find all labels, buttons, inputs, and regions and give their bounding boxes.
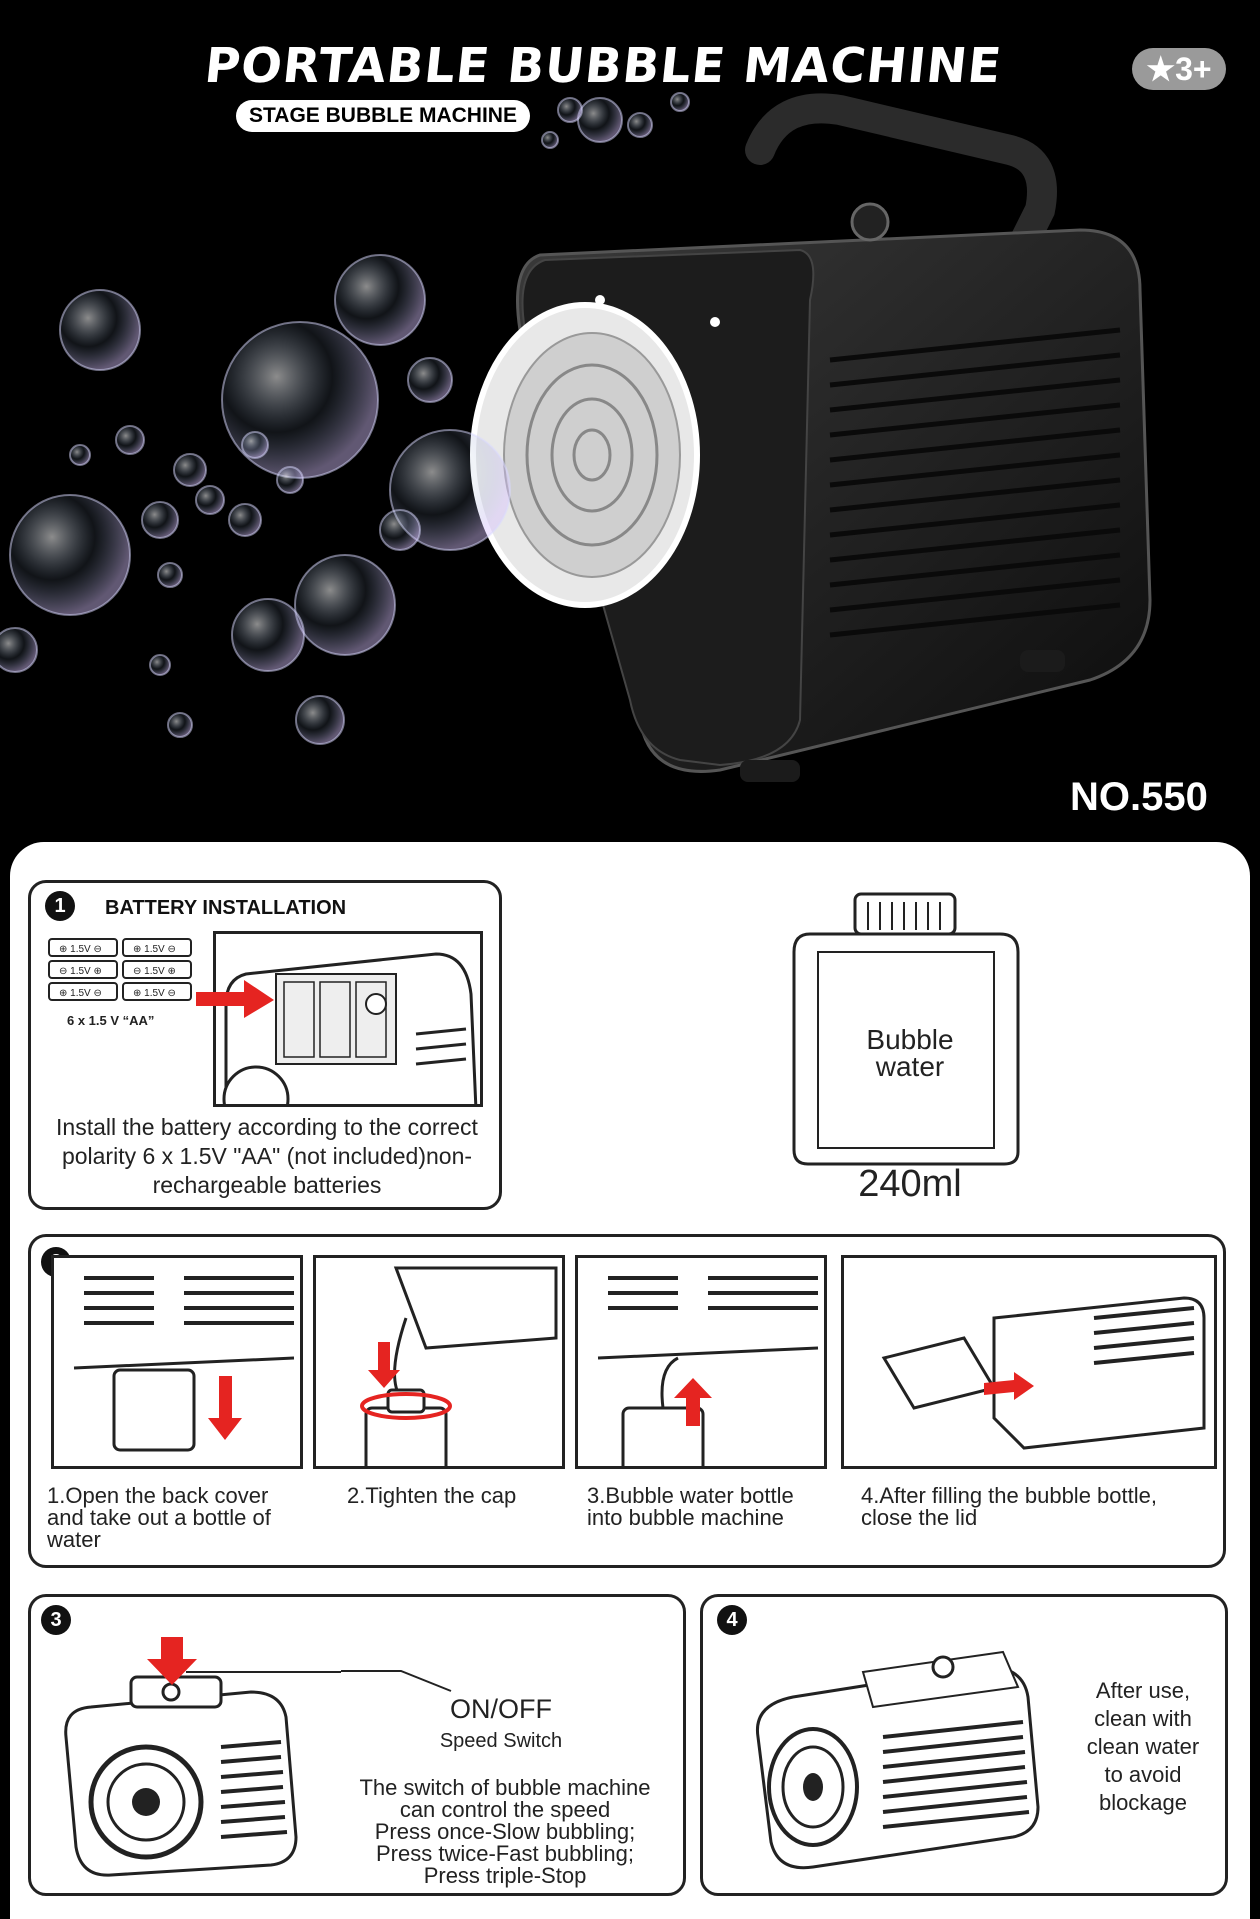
pointer-line-icon	[341, 1670, 452, 1692]
svg-text:⊕ 1.5V ⊖: ⊕ 1.5V ⊖	[133, 988, 176, 999]
product-title: PORTABLE BUBBLE MACHINE	[202, 38, 1005, 94]
svg-text:⊕ 1.5V ⊖: ⊕ 1.5V ⊖	[59, 944, 102, 955]
person-icon: ★	[1146, 51, 1176, 87]
bottle-label-line1: Bubble	[866, 1024, 954, 1055]
svg-text:⊕ 1.5V ⊖: ⊕ 1.5V ⊖	[133, 944, 176, 955]
product-illustration	[0, 92, 1152, 782]
step3-line-4: Press twice-Fast bubbling;	[376, 1841, 634, 1866]
step4-line-1: After use,	[1095, 1678, 1191, 1703]
step2-image-3	[575, 1255, 827, 1469]
step1-heading: BATTERY INSTALLATION	[105, 897, 347, 919]
step4-line-4: to avoid	[1104, 1762, 1182, 1787]
battery-diagram-icon: ⊕ 1.5V ⊖ ⊕ 1.5V ⊖ ⊖ 1.5V ⊕ ⊖ 1.5V ⊕ ⊕ 1.5V…	[48, 938, 192, 1001]
machine-cleaning-illustration	[755, 1650, 1040, 1870]
step1-box: 1 BATTERY INSTALLATION ⊕ 1.5V ⊖ ⊕ 1.5V ⊖ …	[28, 880, 502, 1210]
bubble-water-bottle-icon	[792, 892, 1020, 1166]
step2-caption-4: 4.After filling the bubble bottle, close…	[861, 1483, 1157, 1530]
step4-line-3: clean water	[1086, 1734, 1200, 1759]
switch-title: ON/OFF	[450, 1694, 552, 1724]
age-badge: ★3+	[1132, 48, 1226, 90]
step3-box: 3 ON/OFF Speed Switch The switch of bubb…	[28, 1594, 686, 1896]
step1-number: 1	[45, 891, 75, 921]
step3-line-1: The switch of bubble machine	[359, 1775, 651, 1800]
bottle-label-line2: water	[875, 1051, 945, 1082]
svg-text:⊕ 1.5V ⊖: ⊕ 1.5V ⊖	[59, 988, 102, 999]
step3-number: 3	[41, 1605, 71, 1635]
bubbles	[0, 92, 690, 745]
step3-line-5: Press triple-Stop	[423, 1863, 587, 1888]
machine-switch-illustration	[64, 1637, 341, 1877]
step4-line-2: clean with	[1094, 1706, 1192, 1731]
arrow-right-icon	[196, 980, 274, 1018]
product-subtitle: STAGE BUBBLE MACHINE	[236, 100, 530, 132]
step4-number: 4	[717, 1605, 747, 1635]
step2-image-2	[313, 1255, 565, 1469]
step4-box: 4 After use, clean with clean water to a…	[700, 1594, 1228, 1896]
step2-caption-3: 3.Bubble water bottle into bubble machin…	[587, 1483, 794, 1530]
step2-caption-2: 2.Tighten the cap	[347, 1483, 517, 1508]
switch-subtitle: Speed Switch	[439, 1730, 563, 1752]
step2-image-4	[841, 1255, 1217, 1469]
model-number: NO.550	[1070, 775, 1208, 819]
instruction-panel: 1 BATTERY INSTALLATION ⊕ 1.5V ⊖ ⊕ 1.5V ⊖ …	[10, 842, 1250, 1919]
svg-text:⊖ 1.5V ⊕: ⊖ 1.5V ⊕	[59, 966, 102, 977]
bottle-volume: 240ml	[858, 1163, 962, 1205]
hero-banner: PORTABLE BUBBLE MACHINE STAGE BUBBLE MAC…	[0, 0, 1260, 840]
battery-compartment-image	[213, 931, 483, 1107]
step4-line-5: blockage	[1098, 1790, 1188, 1815]
step3-line-3: Press once-Slow bubbling;	[374, 1819, 636, 1844]
battery-label: 6 x 1.5 V “AA”	[67, 1013, 155, 1028]
step1-description: Install the battery according to the cor…	[56, 1114, 478, 1198]
step2-box: 2	[28, 1234, 1226, 1568]
machine-image	[470, 93, 1152, 782]
step3-line-2: can control the speed	[399, 1797, 611, 1822]
svg-text:⊖ 1.5V ⊕: ⊖ 1.5V ⊕	[133, 966, 176, 977]
step2-image-1	[51, 1255, 303, 1469]
step2-caption-1: 1.Open the back cover and take out a bot…	[47, 1483, 271, 1552]
